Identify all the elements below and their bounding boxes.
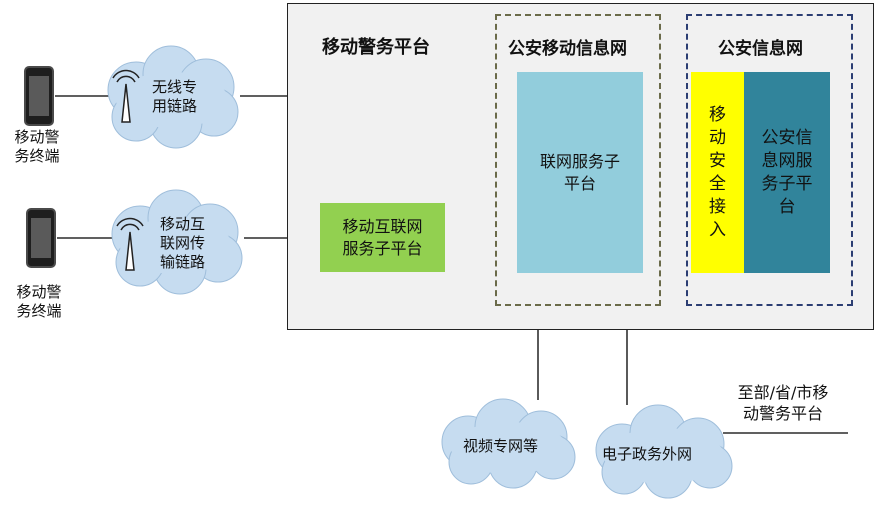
antenna-icon bbox=[116, 217, 144, 271]
video-net-label: 视频专网等 bbox=[463, 437, 539, 455]
ps-info-net-service-box: 公安信 息网服 务子平 台 bbox=[744, 72, 830, 273]
terminal-label: 移动警 务终端 bbox=[14, 128, 60, 165]
antenna-icon bbox=[112, 69, 140, 123]
terminal-label: 移动警 务终端 bbox=[16, 283, 62, 320]
interconnect-service-box: 联网服务子 平台 bbox=[517, 72, 643, 273]
phone-icon bbox=[24, 66, 54, 126]
secure-access-box: 移 动 安 全 接 入 bbox=[691, 72, 744, 273]
mobile-internet-service-box: 移动互联网 服务子平台 bbox=[320, 203, 445, 272]
mobile-info-net-region bbox=[495, 14, 661, 306]
ps-info-net-title: 公安信息网 bbox=[718, 39, 803, 59]
wireless-link-cloud bbox=[107, 45, 239, 149]
ps-info-net-region bbox=[686, 14, 853, 306]
wireless-link-label: 无线专 用链路 bbox=[152, 78, 198, 115]
egov-net-cloud bbox=[595, 404, 733, 499]
platform-title: 移动警务平台 bbox=[322, 37, 430, 58]
mobile-internet-link-label: 移动互 联网传 输链路 bbox=[160, 215, 206, 271]
phone-icon bbox=[26, 208, 56, 268]
uplink-label: 至部/省/市移 动警务平台 bbox=[737, 383, 829, 423]
video-net-cloud bbox=[441, 398, 576, 489]
mobile-info-net-title: 公安移动信息网 bbox=[508, 39, 627, 59]
mobile-internet-link-cloud bbox=[111, 189, 243, 295]
egov-net-label: 电子政务外网 bbox=[602, 445, 693, 463]
